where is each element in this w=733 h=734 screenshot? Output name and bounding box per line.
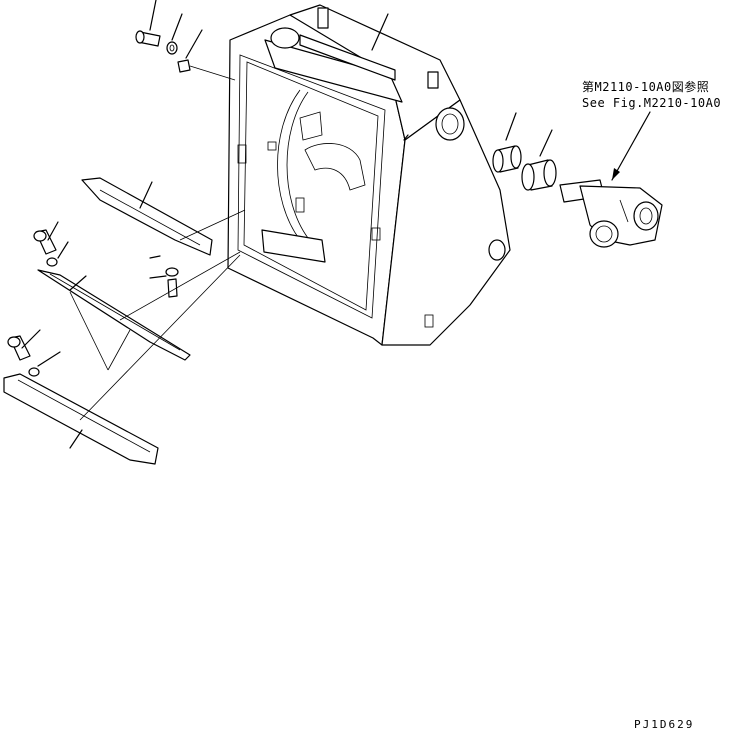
radiator-frame (227, 4, 511, 346)
drawing-code: PJ1D629 (634, 718, 695, 731)
frame-leader-lines (371, 13, 409, 141)
bushing-support-assembly (492, 111, 663, 248)
reference-note-ja: 第M2110-10A0図参照 (582, 80, 710, 94)
top-bolt-assembly (135, 0, 236, 81)
lower-cover-assembly (3, 177, 246, 465)
reference-note-en: See Fig.M2210-10A0 (582, 96, 722, 110)
